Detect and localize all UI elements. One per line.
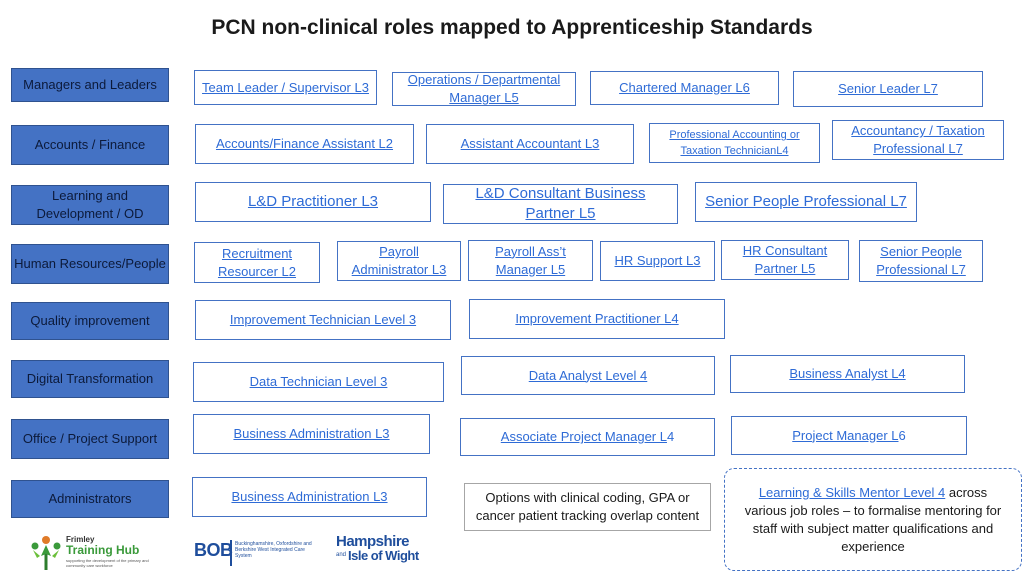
bob-text: Buckinghamshire, Oxfordshire and Berkshi…: [235, 541, 312, 559]
role-assistant-accountant-box: Assistant Accountant L3: [426, 124, 634, 164]
role-senior-people-ld-box: Senior People Professional L7: [695, 182, 917, 222]
role-recruitment-resourcer-link[interactable]: Recruitment Resourcer L2: [217, 245, 297, 279]
role-professional-accounting-box: Professional Accounting or Taxation Tech…: [649, 123, 820, 163]
role-accounts-assistant-box: Accounts/Finance Assistant L2: [195, 124, 414, 164]
role-professional-accounting-link[interactable]: Professional Accounting or Taxation Tech…: [669, 129, 800, 157]
role-payroll-admin-box: Payroll Administrator L3: [337, 241, 461, 281]
role-recruitment-resourcer-box: Recruitment Resourcer L2: [194, 242, 320, 283]
role-senior-people-hr-box: Senior People Professional L7: [859, 240, 983, 282]
role-business-admin-office-link[interactable]: Business Administration L3: [233, 426, 390, 441]
role-improvement-practitioner-link[interactable]: Improvement Practitioner L4: [515, 311, 679, 326]
role-team-leader-link[interactable]: Team Leader / Supervisor L3: [202, 79, 369, 95]
role-operations-manager-box: Operations / Departmental Manager L5: [392, 72, 576, 106]
role-chartered-manager-link[interactable]: Chartered Manager L6: [619, 80, 750, 95]
role-associate-project-manager-link[interactable]: Associate Project Manager L: [500, 429, 667, 444]
hiow-line2: Isle of Wight: [348, 548, 419, 563]
role-associate-project-manager-level: 4: [666, 429, 675, 444]
category-administrators: Administrators: [11, 480, 169, 518]
role-senior-people-hr-link[interactable]: Senior People Professional L7: [876, 244, 966, 277]
bob-mark: BOB: [194, 540, 233, 560]
role-data-technician-link[interactable]: Data Technician Level 3: [249, 374, 388, 389]
role-business-admin-admins-link[interactable]: Business Administration L3: [231, 489, 388, 504]
role-improvement-technician-link[interactable]: Improvement Technician Level 3: [229, 312, 417, 327]
bob-ics-logo: BOB Buckinghamshire, Oxfordshire and Ber…: [194, 538, 324, 570]
role-data-analyst-box: Data Analyst Level 4: [461, 356, 715, 395]
role-hr-consultant-link[interactable]: HR Consultant Partner L5: [742, 243, 828, 276]
role-operations-manager-link[interactable]: Operations / Departmental Manager L5: [407, 72, 561, 105]
role-improvement-practitioner-box: Improvement Practitioner L4: [469, 299, 725, 339]
mentor-link[interactable]: Learning & Skills Mentor Level 4: [758, 484, 946, 500]
category-accounts-finance: Accounts / Finance: [11, 125, 169, 165]
category-managers-leaders: Managers and Leaders: [11, 68, 169, 102]
role-improvement-technician-box: Improvement Technician Level 3: [195, 300, 451, 340]
category-quality-improvement: Quality improvement: [11, 302, 169, 340]
category-learning-development: Learning and Development / OD: [11, 185, 169, 225]
role-hr-support-link[interactable]: HR Support L3: [614, 253, 701, 268]
role-project-manager-box: Project Manager L6: [731, 416, 967, 455]
role-ld-practitioner-link[interactable]: L&D Practitioner L3: [247, 193, 379, 210]
role-accountancy-professional-link[interactable]: Accountancy / Taxation Professional L7: [851, 123, 985, 156]
role-business-analyst-box: Business Analyst L4: [730, 355, 965, 393]
role-project-manager-level: 6: [898, 427, 906, 443]
frimley-line1: Frimley: [66, 535, 95, 544]
role-associate-project-manager-box: Associate Project Manager L4: [460, 418, 715, 456]
role-senior-people-ld-link[interactable]: Senior People Professional L7: [705, 193, 907, 210]
clinical-overlap-note: Options with clinical coding, GPA or can…: [464, 483, 711, 531]
role-chartered-manager-box: Chartered Manager L6: [590, 71, 779, 105]
role-ld-practitioner-box: L&D Practitioner L3: [195, 182, 431, 222]
frimley-training-hub-logo: Frimley Training Hub supporting the deve…: [28, 532, 178, 572]
frimley-line2: Training Hub: [66, 543, 140, 557]
role-payroll-manager-box: Payroll Ass’t Manager L5: [468, 240, 593, 281]
role-accountancy-professional-box: Accountancy / Taxation Professional L7: [832, 120, 1004, 160]
role-data-analyst-link[interactable]: Data Analyst Level 4: [528, 367, 648, 383]
category-digital-transformation: Digital Transformation: [11, 360, 169, 398]
clinical-overlap-note-text: Options with clinical coding, GPA or can…: [475, 490, 700, 523]
role-assistant-accountant-link[interactable]: Assistant Accountant L3: [460, 136, 600, 151]
role-payroll-admin-link[interactable]: Payroll Administrator L3: [351, 244, 447, 277]
role-project-manager-link[interactable]: Project Manager L: [792, 427, 899, 443]
role-hr-consultant-box: HR Consultant Partner L5: [721, 240, 849, 280]
role-senior-leader-box: Senior Leader L7: [793, 71, 983, 107]
tree-people-icon: [31, 536, 61, 570]
category-office-project-support: Office / Project Support: [11, 419, 169, 459]
mentor-callout: Learning & Skills Mentor Level 4 across …: [724, 468, 1022, 571]
role-payroll-manager-link[interactable]: Payroll Ass’t Manager L5: [495, 243, 566, 277]
role-team-leader-box: Team Leader / Supervisor L3: [194, 70, 377, 105]
frimley-tagline: supporting the development of the primar…: [66, 558, 149, 568]
role-ld-consultant-box: L&D Consultant Business Partner L5: [443, 184, 678, 224]
role-business-analyst-link[interactable]: Business Analyst L4: [789, 366, 906, 381]
page-title: PCN non-clinical roles mapped to Apprent…: [211, 16, 813, 39]
role-hr-support-box: HR Support L3: [600, 241, 715, 281]
role-senior-leader-link[interactable]: Senior Leader L7: [838, 81, 938, 96]
role-ld-consultant-link[interactable]: L&D Consultant Business Partner L5: [475, 185, 646, 222]
role-business-admin-office-box: Business Administration L3: [193, 414, 430, 454]
role-accounts-assistant-link[interactable]: Accounts/Finance Assistant L2: [215, 136, 394, 151]
category-human-resources: Human Resources/People: [11, 244, 169, 284]
hiow-line1: Hampshire: [336, 533, 410, 550]
role-data-technician-box: Data Technician Level 3: [193, 362, 444, 402]
role-business-admin-admins-box: Business Administration L3: [192, 477, 427, 517]
bob-divider: [230, 540, 232, 566]
hiow-and: and: [336, 552, 347, 558]
mentor-description: across various job roles – to formalise …: [744, 484, 1002, 554]
hampshire-iow-logo: Hampshire and Isle of Wight: [336, 533, 428, 571]
